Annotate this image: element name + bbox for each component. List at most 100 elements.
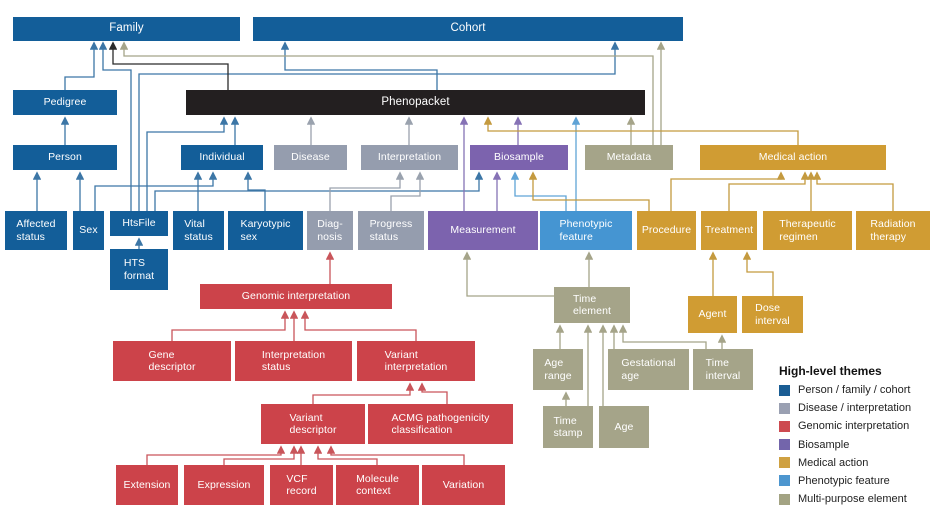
node-label: Cohort	[450, 22, 486, 35]
node-individual: Individual	[181, 145, 263, 170]
node-age: Age	[599, 406, 649, 448]
node-label: Medical action	[758, 151, 828, 164]
legend-swatch-biosample	[779, 439, 790, 451]
node-label: Time interval	[705, 357, 741, 382]
legend-swatch-genomic	[779, 420, 790, 432]
connector-molecule-context-to-variant-descriptor	[313, 445, 378, 465]
legend: High-level themes Person / family / coho…	[779, 364, 937, 511]
legend-label: Phenotypic feature	[798, 474, 890, 487]
node-label: Interpretation status	[261, 348, 326, 373]
legend-item-medical: Medical action	[779, 457, 937, 469]
node-label: Karyotypic sex	[240, 218, 291, 243]
connector-sex-to-individual	[94, 171, 218, 211]
connector-phenotypic-feature-to-biosample	[510, 171, 567, 211]
node-variation: Variation	[422, 465, 505, 505]
node-label: Gene descriptor	[148, 348, 196, 373]
connector-pedigree-to-family	[64, 41, 99, 90]
node-vcf-record: VCF record	[270, 465, 333, 505]
node-label: Extension	[123, 478, 171, 491]
connector-dose-interval-to-treatment	[742, 251, 774, 296]
node-label: Variant interpretation	[384, 348, 448, 373]
node-disease: Disease	[274, 145, 347, 170]
node-label: Person	[48, 151, 82, 164]
node-label: VCF record	[286, 472, 317, 497]
node-label: Expression	[197, 478, 251, 491]
node-label: HtsFile	[122, 217, 156, 230]
connector-extension-to-variant-descriptor	[146, 445, 286, 465]
node-vital-status: Vital status	[173, 211, 224, 250]
node-progress-status: Progress status	[358, 211, 424, 250]
connector-treatment-to-medical-action	[728, 171, 810, 211]
node-time-element: Time element	[554, 287, 630, 323]
legend-item-multi: Multi-purpose element	[779, 493, 937, 505]
node-dose-interval: Dose interval	[742, 296, 803, 333]
legend-item-disease: Disease / interpretation	[779, 402, 937, 414]
node-family: Family	[13, 17, 240, 41]
node-expression: Expression	[184, 465, 264, 505]
node-time-interval: Time interval	[693, 349, 753, 390]
legend-swatch-person	[779, 384, 790, 396]
legend-item-phenotypic: Phenotypic feature	[779, 475, 937, 487]
connector-variation-to-variant-descriptor	[326, 445, 465, 465]
node-label: Time stamp	[553, 414, 583, 439]
node-gestational-age: Gestational age	[608, 349, 689, 390]
connector-progress-status-to-interpretation	[390, 171, 425, 211]
node-molecule-context: Molecule context	[336, 465, 419, 505]
connector-phenopacket-to-family	[108, 41, 229, 90]
node-measurement: Measurement	[428, 211, 538, 250]
node-label: Phenopacket	[381, 95, 450, 108]
node-label: Individual	[199, 151, 245, 164]
node-interpretation: Interpretation	[361, 145, 458, 170]
node-extension: Extension	[116, 465, 178, 505]
node-person: Person	[13, 145, 117, 170]
node-agent: Agent	[688, 296, 737, 333]
node-label: Therapeutic regimen	[779, 218, 836, 243]
node-affected-status: Affected status	[5, 211, 67, 250]
node-label: Sex	[79, 224, 98, 237]
connector-time-element-to-measurement	[462, 251, 554, 297]
node-time-stamp: Time stamp	[543, 406, 593, 448]
connector-procedure-to-biosample	[528, 171, 650, 211]
node-genomic-interpretation: Genomic interpretation	[200, 284, 392, 309]
node-label: Time element	[572, 292, 612, 317]
node-label: Interpretation	[377, 151, 442, 164]
legend-label: Genomic interpretation	[798, 420, 910, 433]
connector-diagnosis-to-interpretation	[329, 171, 405, 211]
node-cohort: Cohort	[253, 17, 683, 41]
node-label: HTS format	[123, 257, 155, 282]
legend-item-genomic: Genomic interpretation	[779, 420, 937, 432]
node-label: Disease	[291, 151, 330, 164]
node-label: Metadata	[606, 151, 652, 164]
node-phenopacket: Phenopacket	[186, 90, 645, 115]
legend-label: Biosample	[798, 438, 850, 451]
node-label: Age range	[544, 357, 572, 382]
node-biosample: Biosample	[470, 145, 568, 170]
legend-label: Disease / interpretation	[798, 402, 912, 415]
node-htsfile: HtsFile	[110, 211, 168, 236]
connector-metadata-to-family	[119, 41, 654, 145]
node-label: ACMG pathogenicity classification	[391, 411, 490, 436]
node-label: Dose interval	[755, 302, 790, 327]
legend-swatch-phenotypic	[779, 475, 790, 487]
legend-label: Multi-purpose element	[798, 493, 907, 506]
legend-item-biosample: Biosample	[779, 439, 937, 451]
connector-variant-descriptor-to-variant-interpretation	[312, 382, 415, 404]
legend-title: High-level themes	[779, 364, 882, 378]
node-variant-descriptor: Variant descriptor	[261, 404, 365, 444]
node-label: Diag- nosis	[317, 218, 343, 243]
connector-phenopacket-to-cohort	[280, 41, 438, 90]
connector-time-interval-to-time-element	[618, 324, 707, 349]
node-gene-descriptor: Gene descriptor	[113, 341, 231, 381]
node-label: Gestational age	[621, 357, 676, 382]
connector-htsfile-to-family	[98, 41, 132, 211]
node-karyotypic-sex: Karyotypic sex	[228, 211, 303, 250]
connector-expression-to-variant-descriptor	[223, 445, 299, 465]
node-label: Family	[109, 22, 144, 35]
node-label: Radiation therapy	[870, 218, 916, 243]
node-metadata: Metadata	[585, 145, 673, 170]
node-label: Vital status	[184, 218, 213, 243]
legend-label: Medical action	[798, 456, 869, 469]
node-label: Genomic interpretation	[241, 290, 351, 303]
